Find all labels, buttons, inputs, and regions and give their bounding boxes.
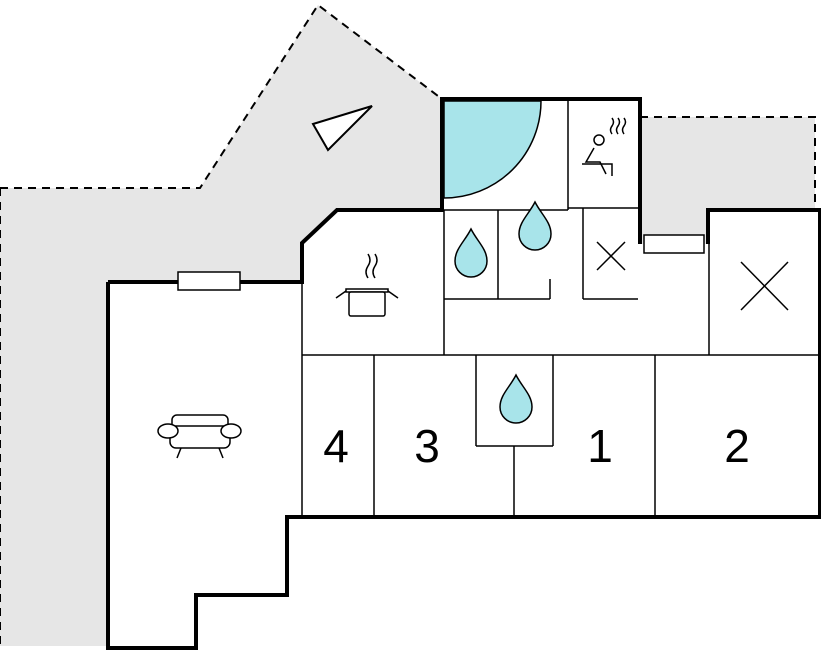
compass-arrow-icon <box>311 105 373 152</box>
sofa-icon <box>157 414 242 459</box>
exterior-wall-east <box>106 208 821 650</box>
terrace-east <box>640 117 815 244</box>
window-west <box>177 271 241 291</box>
room-number-1: 1 <box>587 420 613 472</box>
cross-icon-small <box>596 241 626 271</box>
interior-walls <box>301 101 820 517</box>
room-number-3: 3 <box>414 420 440 472</box>
building-floor <box>108 99 820 648</box>
sauna-icon <box>582 117 627 176</box>
room-number-2: 2 <box>724 420 750 472</box>
terrace-dashed-border <box>0 3 443 189</box>
room-number-4: 4 <box>323 420 349 472</box>
water-drop-icon-bathroom <box>499 373 533 424</box>
pool-quarter-circle <box>443 100 542 199</box>
window-east <box>643 234 705 254</box>
cross-icon-large <box>740 261 789 311</box>
water-drop-icon-shower <box>454 227 488 278</box>
terrace-areas <box>0 3 816 646</box>
water-drop-icon-bath <box>518 200 552 251</box>
cooking-pot-icon <box>335 253 399 317</box>
terrace-east-dashed-border <box>640 116 816 210</box>
exterior-wall <box>108 97 642 284</box>
terrace-west <box>0 5 442 646</box>
